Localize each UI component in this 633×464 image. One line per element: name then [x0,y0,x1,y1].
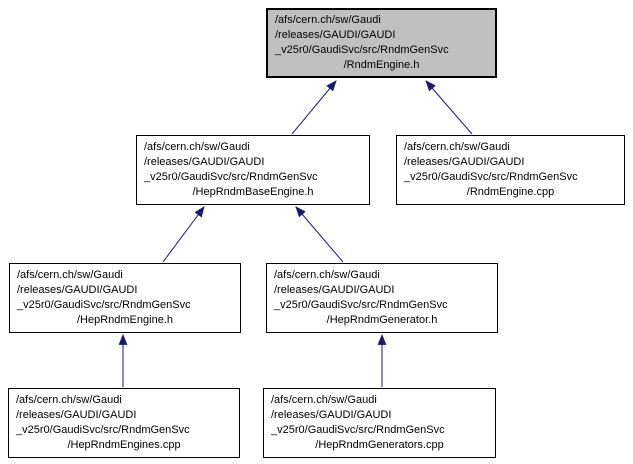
node-path-line: /releases/GAUDI/GAUDI [275,29,396,41]
node-path-line: /afs/cern.ch/sw/Gaudi [404,141,510,153]
node-path-line: /releases/GAUDI/GAUDI [404,156,525,168]
node-path-line: _v25r0/GaudiSvc/src/RndmGenSvc [275,44,449,56]
node-path-line: /releases/GAUDI/GAUDI [16,409,137,421]
node-path-line: /releases/GAUDI/GAUDI [271,409,392,421]
node-path-line: _v25r0/GaudiSvc/src/RndmGenSvc [404,171,578,183]
edge-rndmenginecpp-to-rndmengine [425,80,473,135]
node-heprndmgenerators-cpp[interactable]: /afs/cern.ch/sw/Gaudi /releases/GAUDI/GA… [263,388,496,458]
node-path-line: /afs/cern.ch/sw/Gaudi [274,269,380,281]
node-heprndmgenerator-h[interactable]: /afs/cern.ch/sw/Gaudi /releases/GAUDI/GA… [266,263,498,333]
node-file-line: /HepRndmGenerators.cpp [315,439,444,451]
node-path-line: /afs/cern.ch/sw/Gaudi [17,269,123,281]
node-path-line: /releases/GAUDI/GAUDI [17,284,138,296]
node-path-line: _v25r0/GaudiSvc/src/RndmGenSvc [16,424,190,436]
node-file-line: /HepRndmGenerator.h [326,314,438,326]
node-path-line: _v25r0/GaudiSvc/src/RndmGenSvc [271,424,445,436]
node-rndmengine-cpp[interactable]: /afs/cern.ch/sw/Gaudi /releases/GAUDI/GA… [396,135,625,205]
node-file-line: /HepRndmEngines.cpp [67,439,181,451]
node-path-line: /releases/GAUDI/GAUDI [274,284,395,296]
node-file-line: /HepRndmEngine.h [76,314,173,326]
node-path-line: _v25r0/GaudiSvc/src/RndmGenSvc [274,299,448,311]
edge-heprndmbaseengine-to-rndmengine [291,80,337,135]
node-heprndmengine-h[interactable]: /afs/cern.ch/sw/Gaudi /releases/GAUDI/GA… [9,263,241,333]
node-rndmengine-h[interactable]: /afs/cern.ch/sw/Gaudi /releases/GAUDI/GA… [266,8,497,78]
node-path-line: /afs/cern.ch/sw/Gaudi [275,14,381,26]
node-heprndmbaseengine-h[interactable]: /afs/cern.ch/sw/Gaudi /releases/GAUDI/GA… [136,135,370,205]
node-path-line: /afs/cern.ch/sw/Gaudi [144,141,250,153]
node-file-line: /RndmEngine.h [343,59,420,71]
node-path-line: /releases/GAUDI/GAUDI [144,156,265,168]
node-path-line: /afs/cern.ch/sw/Gaudi [16,394,122,406]
node-heprndmengines-cpp[interactable]: /afs/cern.ch/sw/Gaudi /releases/GAUDI/GA… [8,388,240,458]
node-path-line: /afs/cern.ch/sw/Gaudi [271,394,377,406]
node-file-line: /RndmEngine.cpp [466,186,555,198]
edge-heprndmgenerator-to-heprndmbaseengine [295,206,344,263]
node-path-line: _v25r0/GaudiSvc/src/RndmGenSvc [144,171,318,183]
node-file-line: /HepRndmBaseEngine.h [192,186,314,198]
edge-heprndmengine-to-heprndmbaseengine [162,206,205,263]
node-path-line: _v25r0/GaudiSvc/src/RndmGenSvc [17,299,191,311]
